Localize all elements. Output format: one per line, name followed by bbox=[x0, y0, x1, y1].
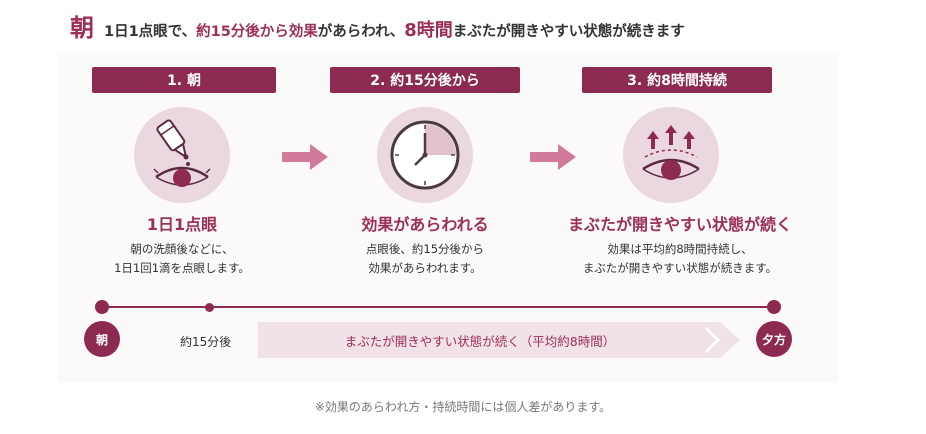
step-3-title: まぶたが開きやすい状態が続く bbox=[567, 215, 792, 234]
step-1-label: 1. 朝 bbox=[92, 67, 276, 93]
step-arrow-2 bbox=[530, 144, 576, 170]
header-part4: 8時間 bbox=[404, 20, 453, 41]
eye-drop-icon bbox=[134, 107, 230, 203]
step-1-title: 1日1点眼 bbox=[146, 215, 218, 234]
timeline-mid-label: 約15分後 bbox=[180, 335, 232, 349]
header-part3: があらわれ、 bbox=[317, 24, 405, 40]
footnote: ※効果のあらわれ方・持続時間には個人差があります。 bbox=[314, 400, 612, 414]
step-2-title: 効果があらわれる bbox=[361, 215, 489, 234]
duration-band-text: まぶたが開きやすい状態が続く（平均約8時間） bbox=[344, 334, 616, 349]
step-3-desc-line2: まぶたが開きやすい状態が続きます。 bbox=[582, 261, 778, 275]
header-part2: 約15分後から効果 bbox=[196, 24, 318, 40]
step-3-label: 3. 約8時間持続 bbox=[582, 67, 772, 93]
timeline-dot-mid bbox=[205, 303, 214, 312]
timeline-dot-start bbox=[95, 300, 109, 314]
timeline-line bbox=[101, 306, 773, 308]
step-3-desc: 効果は平均約8時間持続し、 まぶたが開きやすい状態が続きます。 bbox=[560, 240, 800, 278]
timeline-start-badge: 朝 bbox=[84, 321, 120, 357]
timeline-dot-end bbox=[767, 300, 781, 314]
step-2-label: 2. 約15分後から bbox=[330, 67, 520, 93]
step-2-desc: 点眼後、約15分後から 効果があらわれます。 bbox=[305, 240, 545, 278]
step-1-desc-line1: 朝の洗顔後などに、 bbox=[130, 242, 234, 256]
step-3-desc-line1: 効果は平均約8時間持続し、 bbox=[607, 242, 753, 256]
step-1-desc: 朝の洗顔後などに、 1日1回1滴を点眼します。 bbox=[62, 240, 302, 278]
step-1-desc-line2: 1日1回1滴を点眼します。 bbox=[114, 261, 250, 275]
header-asa: 朝 bbox=[70, 14, 94, 42]
eye-lift-icon bbox=[623, 107, 719, 203]
step-2-desc-line1: 点眼後、約15分後から bbox=[365, 242, 485, 256]
step-arrow-1 bbox=[282, 144, 328, 170]
header-part1: 1日1点眼で、 bbox=[104, 24, 197, 40]
step-2-desc-line2: 効果があらわれます。 bbox=[368, 261, 482, 275]
duration-band bbox=[258, 322, 740, 358]
page-header: 朝 1日1点眼で、 約15分後から効果 があらわれ、 8時間 まぶたが開きやすい… bbox=[70, 8, 685, 42]
clock-icon bbox=[377, 107, 473, 203]
header-part5: まぶたが開きやすい状態が続きます bbox=[452, 24, 685, 40]
timeline-end-badge: 夕方 bbox=[756, 321, 792, 357]
